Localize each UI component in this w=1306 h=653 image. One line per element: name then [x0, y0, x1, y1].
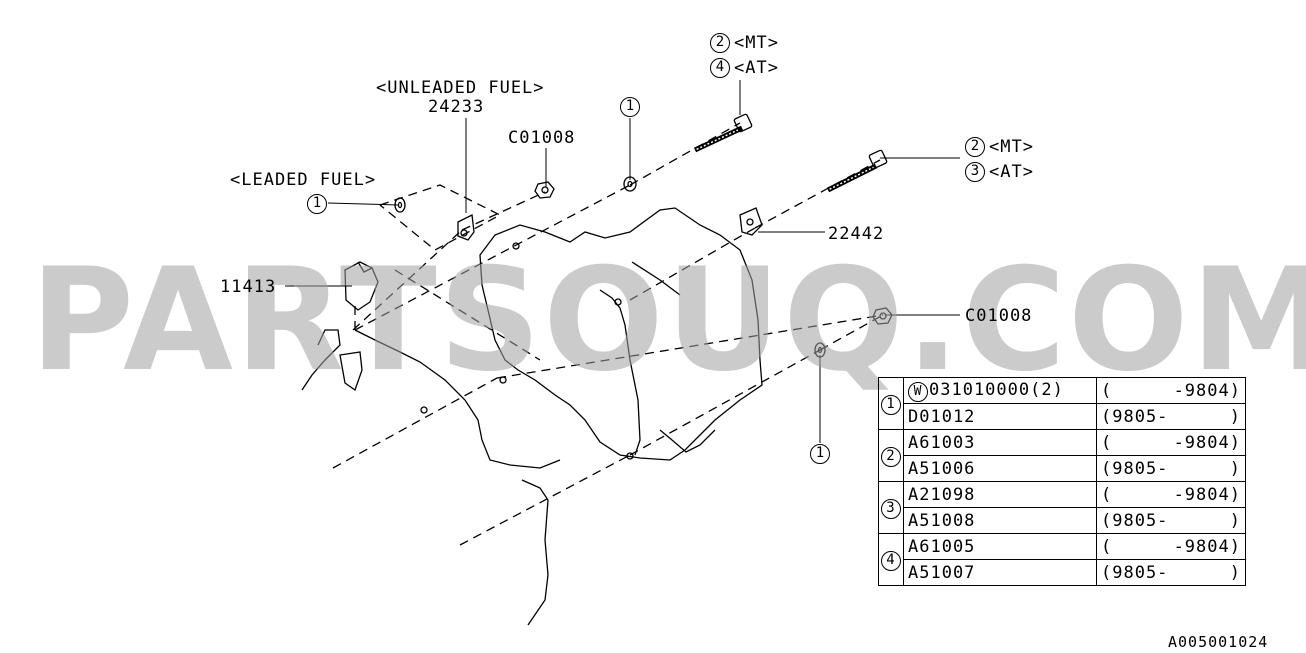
label-part-22442[interactable]: 22442: [828, 224, 885, 244]
date-open: (9805-: [1101, 406, 1169, 427]
date-close: ): [1229, 562, 1241, 583]
part-number: A61005: [908, 536, 976, 557]
label-part-11413[interactable]: 11413: [220, 277, 277, 297]
ref-circle: 3: [881, 498, 901, 519]
ref-circle-1-top[interactable]: 1: [620, 97, 640, 117]
ref-circle-2-top[interactable]: 2: [710, 33, 730, 53]
transmission-housing: [301, 207, 763, 626]
label-at-right: <AT>: [989, 162, 1034, 182]
ref-circle-3-right[interactable]: 3: [965, 162, 985, 182]
label-mt-top: <MT>: [734, 33, 779, 53]
part-number-cell[interactable]: A51007: [903, 559, 1097, 586]
date-range-cell: ( -9804): [1096, 377, 1246, 404]
date-close: ): [1229, 458, 1241, 479]
table-row[interactable]: 2 A61003 ( -9804): [878, 429, 1246, 482]
ref-circle: 4: [881, 550, 901, 571]
part-number-cell[interactable]: A61003: [903, 429, 1097, 456]
date-open: (: [1101, 484, 1113, 505]
bolt-right: [825, 149, 888, 193]
date-close: ): [1229, 484, 1241, 505]
date-range-cell: (9805-): [1096, 455, 1246, 482]
date-range-cell: ( -9804): [1096, 481, 1246, 508]
ref-cell: 4: [878, 533, 904, 586]
date-open: (9805-: [1101, 458, 1169, 479]
date-open: (: [1101, 536, 1113, 557]
date-open: (9805-: [1101, 562, 1169, 583]
date-close: ): [1229, 510, 1241, 531]
date-range-cell: ( -9804): [1096, 533, 1246, 560]
ref-circle-1-bottom[interactable]: 1: [810, 444, 830, 464]
ref-circle-2-right[interactable]: 2: [965, 137, 985, 157]
assembly-dash-lines: [332, 122, 884, 546]
part-number: 031010000: [929, 379, 1031, 400]
table-row[interactable]: 3 A21098 ( -9804): [878, 481, 1246, 534]
leader-lines: [285, 80, 960, 443]
table-row[interactable]: D01012 (9805-): [879, 403, 1246, 430]
ref-circle-4-top[interactable]: 4: [710, 58, 730, 78]
sensor-22442: [739, 207, 763, 236]
part-number-cell[interactable]: A21098: [903, 481, 1097, 508]
date-close: ): [1229, 380, 1241, 401]
date-close: ): [1229, 406, 1241, 427]
part-number: A51007: [908, 562, 976, 583]
label-at-top: <AT>: [734, 58, 779, 78]
part-number-cell[interactable]: A61005: [903, 533, 1097, 560]
table-row[interactable]: A51007 (9805-): [879, 559, 1246, 586]
ref-circle-1-left[interactable]: 1: [307, 194, 327, 214]
bolt-top: [692, 113, 753, 153]
label-part-24233[interactable]: 24233: [428, 97, 485, 117]
ref-cell: 2: [878, 429, 904, 482]
label-c01008-top[interactable]: C01008: [508, 128, 576, 148]
date-open: (: [1101, 432, 1113, 453]
date-close: ): [1229, 536, 1241, 557]
ref-circle: 2: [881, 446, 901, 467]
part-number: A21098: [908, 484, 976, 505]
date-range-cell: ( -9804): [1096, 429, 1246, 456]
nuts: [534, 181, 893, 325]
date-value: -9804: [1173, 380, 1230, 401]
part-number-cell[interactable]: A51006: [903, 455, 1097, 482]
label-leaded-fuel: <LEADED FUEL>: [230, 170, 377, 190]
date-open: (9805-: [1101, 510, 1169, 531]
table-row[interactable]: 4 A61005 ( -9804): [878, 533, 1246, 586]
ref-cell: 3: [878, 481, 904, 534]
part-number: A61003: [908, 432, 976, 453]
ref-cell: 1: [878, 377, 904, 430]
table-row[interactable]: A51006 (9805-): [879, 455, 1246, 482]
date-close: ): [1229, 432, 1241, 453]
ref-circle: 1: [881, 394, 901, 415]
washers: [394, 176, 826, 358]
washer-prefix-icon: W: [908, 381, 928, 402]
date-open: (: [1101, 380, 1113, 401]
label-c01008-right[interactable]: C01008: [965, 306, 1033, 326]
part-number: D01012: [908, 406, 976, 427]
date-value: -9804: [1173, 432, 1230, 453]
mount-11413: [344, 261, 379, 311]
part-number-cell[interactable]: D01012: [903, 403, 1097, 430]
bracket-24233: [457, 214, 475, 241]
label-unleaded-fuel: <UNLEADED FUEL>: [376, 78, 545, 98]
date-value: -9804: [1173, 484, 1230, 505]
part-number-cell[interactable]: A51008: [903, 507, 1097, 534]
label-mt-right: <MT>: [989, 137, 1034, 157]
part-qty: (2): [1030, 379, 1064, 400]
part-number: A51008: [908, 510, 976, 531]
date-range-cell: (9805-): [1096, 559, 1246, 586]
diagram-code: A005001024: [1168, 633, 1269, 651]
table-row[interactable]: A51008 (9805-): [879, 507, 1246, 534]
date-range-cell: (9805-): [1096, 507, 1246, 534]
date-value: -9804: [1173, 536, 1230, 557]
date-range-cell: (9805-): [1096, 403, 1246, 430]
part-number: A51006: [908, 458, 976, 479]
